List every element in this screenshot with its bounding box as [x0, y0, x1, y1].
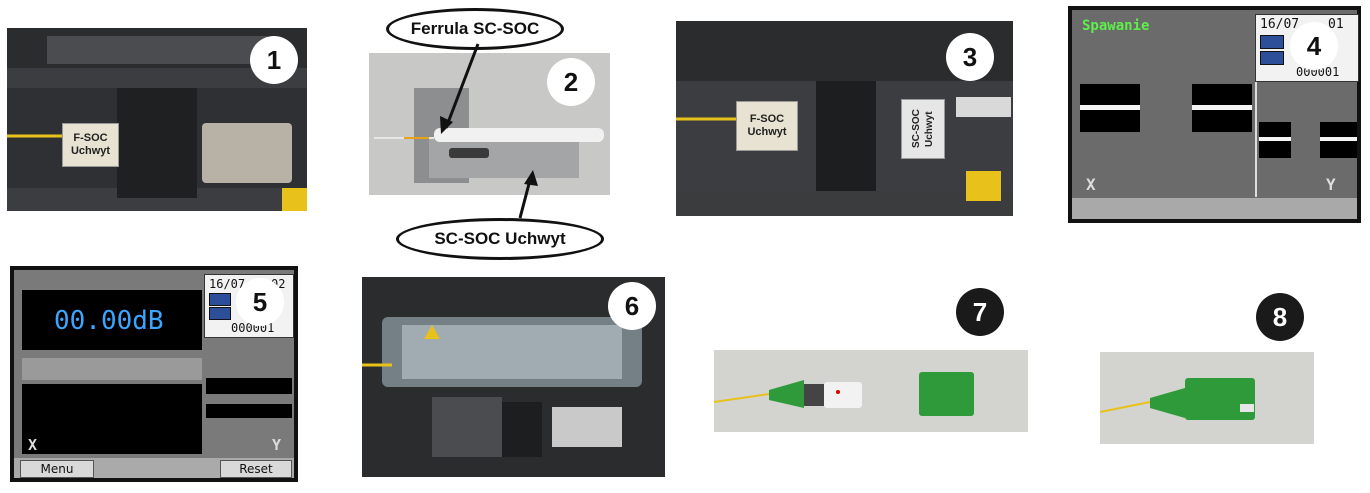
sc-soc-holder-3: SC-SOC Uchwyt [901, 99, 945, 159]
step-badge-2: 2 [547, 58, 595, 106]
step-badge-6: 6 [608, 282, 656, 330]
f-soc-holder-3: F-SOC Uchwyt [736, 101, 798, 151]
holder-label-line1: F-SOC [73, 132, 108, 144]
menu-button[interactable]: Menu [20, 460, 94, 478]
step-badge-3: 3 [946, 33, 994, 81]
ferrule-callout: Ferrula SC-SOC [386, 8, 564, 50]
lcd-screen-loss: 00.00dB 16/07 02 000001 X Y Menu Reset [10, 266, 298, 482]
loss-value: 00.00dB [54, 306, 164, 336]
loss-display [22, 290, 202, 350]
x-axis-label: X [1086, 175, 1096, 194]
step8-photo [1100, 352, 1314, 444]
lcd-bottom-bar [1072, 198, 1357, 219]
date-readout: 16/07 [1260, 17, 1300, 32]
holder-label-line1: F-SOC [749, 113, 785, 125]
fiber-y-right-core [1320, 137, 1357, 141]
connector-assembled [1100, 378, 1255, 420]
y-axis-label: Y [1326, 175, 1336, 194]
divider-line [1255, 82, 1257, 197]
x-axis-label: X [28, 436, 38, 454]
holder-label-line2: Uchwyt [70, 145, 111, 157]
battery-icon [209, 293, 231, 306]
step-badge-1: 1 [250, 36, 298, 84]
right-block-2 [206, 404, 292, 418]
step-badge-5: 5 [236, 278, 284, 326]
right-block-1 [206, 378, 292, 394]
date-readout: 16/07 [209, 277, 246, 291]
holder-callout: SC-SOC Uchwyt [396, 218, 604, 260]
connector-disassembled [714, 372, 974, 416]
splicer-body-3 [676, 21, 1013, 216]
y-axis-label: Y [272, 436, 282, 454]
battery-icon-2 [209, 307, 231, 320]
mode-label: Spawanie [1082, 18, 1150, 34]
holder-label-vertical: SC-SOC Uchwyt [911, 109, 935, 149]
lower-display [22, 384, 202, 454]
step2-photo [369, 53, 610, 195]
step-badge-7: 7 [956, 288, 1004, 336]
fiber-x-left-core [1080, 105, 1140, 110]
splicer-closed-lid [362, 317, 642, 457]
reset-button[interactable]: Reset [220, 460, 292, 478]
f-soc-holder-1: F-SOC Uchwyt [62, 123, 119, 167]
date-readout-tail: 01 [1328, 17, 1344, 32]
lcd-screen-splice: Spawanie 16/07 01 000001 X Y [1068, 6, 1361, 223]
step7-photo [714, 350, 1028, 432]
battery-icon-2 [1260, 51, 1284, 65]
step-badge-8: 8 [1256, 293, 1304, 341]
holder-label-line2: Uchwyt [747, 126, 787, 138]
battery-icon [1260, 35, 1284, 49]
fiber-y-left-core [1259, 137, 1291, 141]
fiber-x-right-core [1192, 105, 1252, 110]
separator-band [22, 358, 202, 380]
step-badge-4: 4 [1290, 22, 1338, 70]
